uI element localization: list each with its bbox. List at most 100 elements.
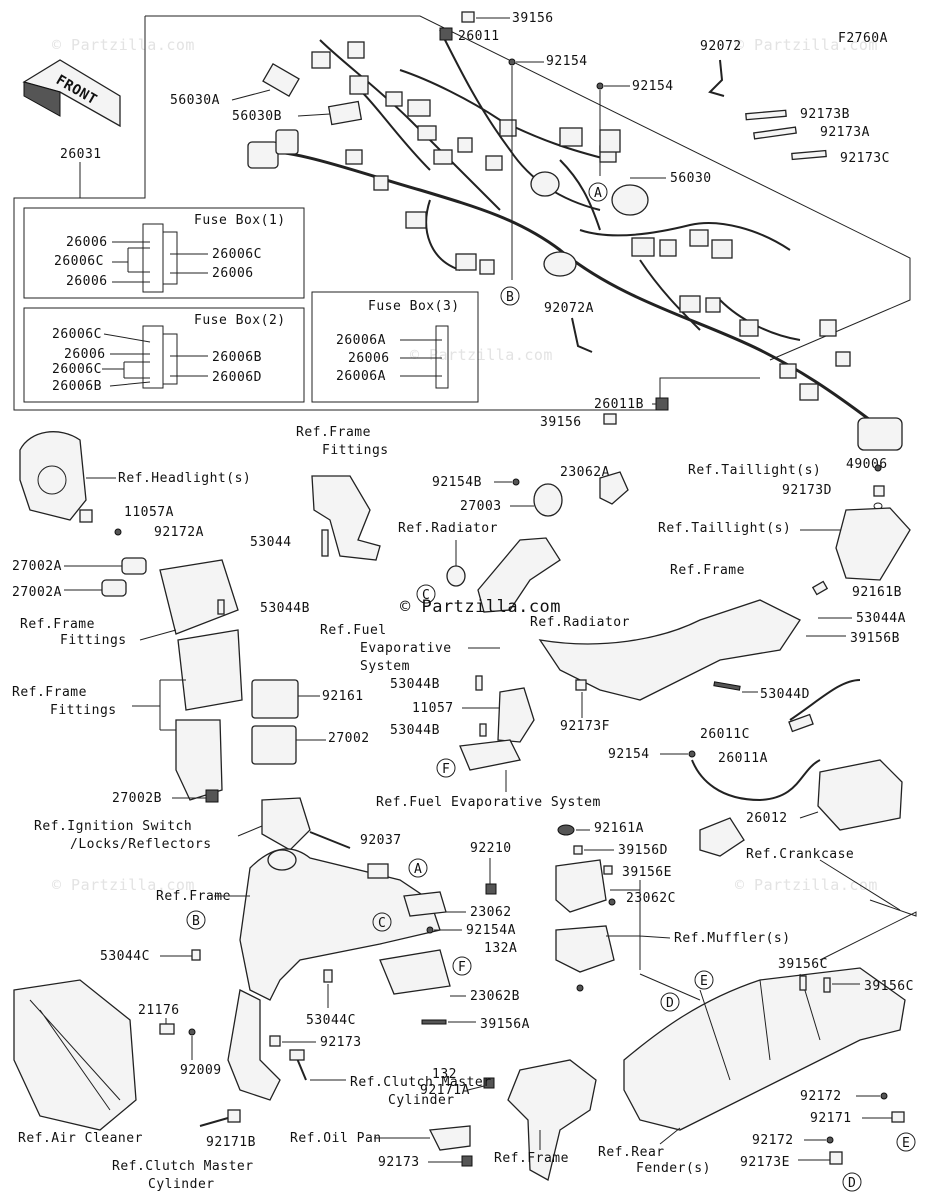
part-92171B	[227, 1109, 241, 1123]
ref-frame-fittings-top: Fittings	[322, 443, 389, 458]
muffler-bracket-upper	[555, 859, 607, 913]
ref-taillight: Ref.Taillight(s)	[658, 521, 791, 536]
bracket-23062	[403, 891, 447, 917]
part-39156C	[799, 975, 807, 991]
fuse-label: 26006	[348, 351, 390, 366]
marker-d	[842, 1172, 862, 1192]
callout-27002B: 27002B	[112, 791, 162, 806]
ref-frame-fittings-top: Ref.Frame	[296, 425, 371, 440]
marker-f-label: F	[458, 960, 466, 975]
part-92173E	[829, 1151, 843, 1165]
part-53044B	[479, 723, 487, 737]
watermark-group: © Partzilla.com © Partzilla.com © Partzi…	[52, 36, 877, 894]
watermark: © Partzilla.com	[52, 876, 195, 894]
ref-clutch-master: Cylinder	[148, 1177, 215, 1192]
part-92173	[461, 1155, 473, 1167]
frame-rear-section	[538, 599, 801, 701]
callout-11057A: 11057A	[124, 505, 174, 520]
ref-clutch-master: Cylinder	[388, 1093, 455, 1108]
part-27002B	[205, 789, 219, 803]
callout-92171: 92171	[810, 1111, 852, 1126]
fuse-box-2-title: Fuse Box(2)	[194, 313, 286, 328]
marker-e-label: E	[902, 1136, 910, 1151]
callout-92173B: 92173B	[800, 107, 850, 122]
callout-23062A: 23062A	[560, 465, 610, 480]
ref-radiator: Ref.Radiator	[530, 615, 630, 630]
part-92161B	[811, 580, 829, 596]
callout-39156: 39156	[512, 11, 554, 26]
main-wiring-harness	[247, 29, 871, 422]
radiator-bracket	[477, 537, 561, 613]
callout-92161: 92161	[322, 689, 364, 704]
marker-a	[588, 182, 608, 202]
part-21176	[159, 1023, 175, 1035]
clamp-92173A	[753, 126, 797, 140]
fuse-label: 26006A	[336, 369, 386, 384]
fuse-label: 26006C	[52, 362, 102, 377]
callout-92154: 92154	[632, 79, 674, 94]
ref-fuel-evap-bottom: Ref.Fuel Evaporative System	[376, 795, 601, 810]
callout-39156D: 39156D	[618, 843, 668, 858]
part-53044C	[323, 969, 333, 983]
callout-92171A: 92171A	[420, 1083, 470, 1098]
module-27002	[251, 725, 297, 765]
callout-27002: 27002	[328, 731, 370, 746]
marker-c	[372, 912, 392, 932]
marker-f-label: F	[442, 762, 450, 777]
callout-23062C: 23062C	[626, 891, 676, 906]
horn-27003	[533, 483, 563, 517]
ref-fuel-evap: Evaporative	[360, 641, 452, 656]
callout-92161B: 92161B	[852, 585, 902, 600]
callout-92154B: 92154B	[432, 475, 482, 490]
part-39156A	[421, 1019, 447, 1025]
clamp-92173B	[745, 109, 787, 121]
callout-56030B: 56030B	[232, 109, 282, 124]
harness-box	[13, 16, 760, 411]
callout-92210: 92210	[470, 841, 512, 856]
bracket-27002B	[175, 719, 223, 801]
part-26011	[439, 27, 453, 41]
fuse-label: 26006	[66, 274, 108, 289]
callout-23062: 23062	[470, 905, 512, 920]
ref-frame-bottom: Ref.Frame	[494, 1151, 569, 1166]
part-53044	[321, 529, 329, 557]
cable-tie-92072	[708, 59, 725, 97]
part-92173F	[575, 679, 587, 691]
callout-26011: 26011	[458, 29, 500, 44]
air-cleaner-cover	[13, 979, 137, 1131]
ref-rear-fender: Fender(s)	[636, 1161, 711, 1176]
part-53044D	[713, 681, 741, 691]
battery-26012	[817, 759, 903, 831]
frame-fitting-upper	[311, 475, 381, 561]
marker-f	[452, 956, 472, 976]
fuse-label: 26006D	[212, 370, 262, 385]
callout-92171B: 92171B	[206, 1135, 256, 1150]
canister-bracket	[497, 687, 535, 743]
ref-frame-right: Ref.Frame	[670, 563, 745, 578]
callout-49006: 49006	[846, 457, 888, 472]
marker-a-label: A	[414, 862, 422, 877]
marker-a	[408, 858, 428, 878]
main-frame	[239, 848, 441, 1001]
callout-92172A: 92172A	[154, 525, 204, 540]
figure-code: F2760A	[838, 31, 888, 46]
fuse-box-1-panel	[23, 207, 305, 299]
callout-132A: 132A	[484, 941, 517, 956]
watermark: © Partzilla.com	[410, 346, 553, 364]
callout-92173: 92173	[378, 1155, 420, 1170]
callout-92154: 92154	[546, 54, 588, 69]
cable-26011C	[789, 679, 861, 721]
wire-92037	[309, 831, 351, 849]
fuse-label: 26006B	[212, 350, 262, 365]
cable-tie-92072A	[571, 317, 593, 353]
callout-53044B: 53044B	[260, 601, 310, 616]
ref-frame-fittings-mid: Ref.Frame	[20, 617, 95, 632]
marker-b	[500, 286, 520, 306]
crankcase-fitting	[699, 817, 745, 857]
part-27002A	[101, 579, 127, 597]
frame-downtube	[227, 989, 281, 1101]
fuse-box-3-block	[435, 325, 449, 389]
ref-clutch-master: Ref.Clutch Master	[350, 1075, 492, 1090]
callout-92154A: 92154A	[466, 923, 516, 938]
callout-27002A: 27002A	[12, 559, 62, 574]
